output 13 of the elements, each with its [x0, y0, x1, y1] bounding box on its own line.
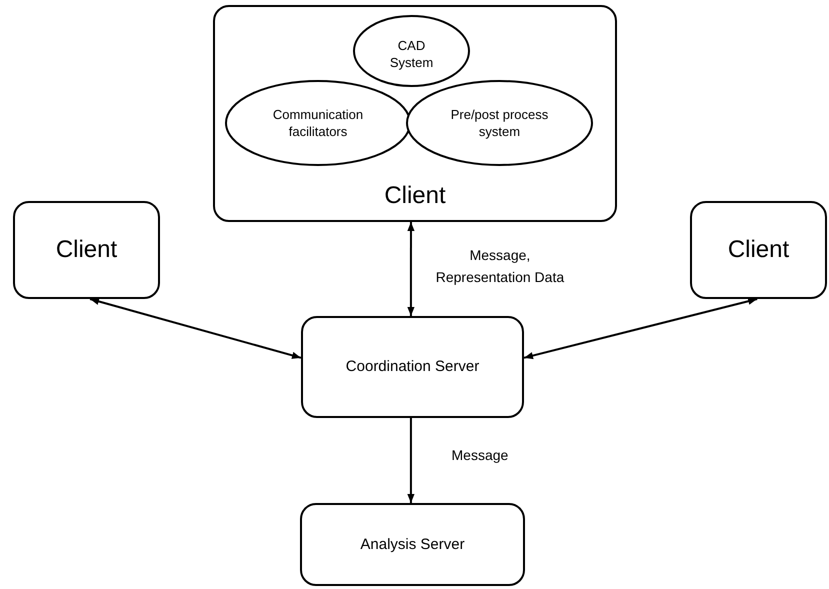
module-label: CAD System [388, 37, 434, 71]
module-label: Communication facilitators [272, 106, 364, 140]
arrow [524, 298, 758, 360]
server-box: Analysis Server [300, 503, 525, 586]
client-label: Client [384, 182, 446, 210]
module-label: Pre/post process system [450, 106, 550, 140]
client-panel [213, 5, 617, 222]
arrow [407, 222, 415, 316]
arrow [90, 298, 302, 359]
client-box: Client [13, 201, 160, 299]
server-box: Coordination Server [301, 316, 524, 418]
arrow [407, 418, 415, 503]
client-box: Client [690, 201, 827, 299]
